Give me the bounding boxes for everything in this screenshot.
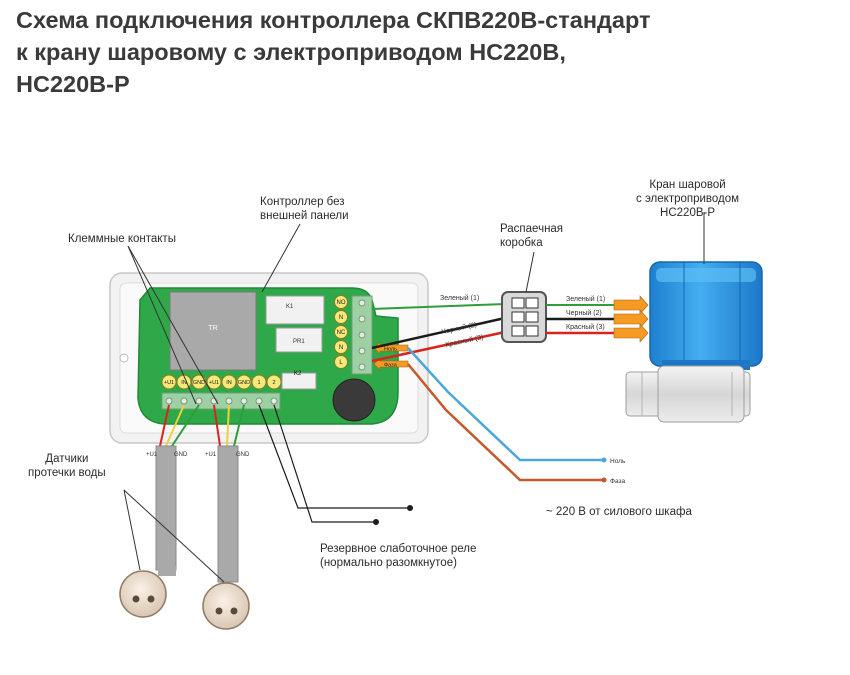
sensors-label-line-1: Датчики xyxy=(45,453,89,465)
ball-valve-actuator xyxy=(649,261,763,370)
wire-black-right-label: Черный (2) xyxy=(566,309,602,317)
wire-red-right-label: Красный (3) xyxy=(566,323,605,331)
wire-black-left-label: Черный (2) xyxy=(441,321,478,336)
sensor-a-wires xyxy=(155,404,200,571)
relay-wire-1 xyxy=(258,404,408,509)
sensor-b-gnd-label: GND xyxy=(236,452,250,458)
pin-n1-label: N xyxy=(339,315,343,321)
relay-k1 xyxy=(265,295,325,325)
pin-no-label: NO xyxy=(337,300,346,306)
sensor-a-gnd-label: GND xyxy=(174,452,188,458)
relay-wire-2 xyxy=(273,404,374,523)
leak-sensor-a xyxy=(119,566,176,618)
wire-green-left-label: Зеленый (1) xyxy=(440,294,479,302)
relay-pr1-label: PR1 xyxy=(293,339,305,345)
relay-k2 xyxy=(281,372,317,390)
relay-label: Резервное слаботочное реле (нормально ра… xyxy=(320,542,476,570)
phase-arrow-label: Фаза xyxy=(384,363,398,369)
transformer-block xyxy=(169,291,257,371)
wire-black-2 xyxy=(371,316,506,350)
relay-wire-1-end xyxy=(407,505,413,511)
wire-red-3 xyxy=(371,330,506,363)
relay-k2-label: K2 xyxy=(294,371,302,377)
sensors-label-line-2: протечки воды xyxy=(28,467,106,479)
input-pin-gnd-b: GND xyxy=(238,380,250,386)
junction-label-line-1: Распаечная xyxy=(500,223,564,235)
relay-label-line-2: (нормально разомкнутое) xyxy=(320,557,457,569)
controller-label: Контроллер без внешней панели xyxy=(260,195,349,223)
junction-box xyxy=(501,291,547,343)
wire-phase-brown xyxy=(407,363,604,482)
ball-valve-body xyxy=(625,365,751,423)
controller-label-line-2: внешней панели xyxy=(260,210,349,222)
input-terminal-block xyxy=(161,392,281,410)
wire-null-blue xyxy=(407,347,604,462)
controller-label-line-1: Контроллер без xyxy=(260,196,345,208)
relay-pr1 xyxy=(275,327,323,353)
valve-label-line-2: с электроприводом xyxy=(636,193,740,205)
sensor-b-u1-label: +U1 xyxy=(205,452,217,458)
junction-box-label: Распаечная коробка xyxy=(500,222,563,250)
leak-sensor-b xyxy=(202,582,250,630)
input-pin-u1-a: +U1 xyxy=(164,380,174,386)
title-line-3: НС220В-Р xyxy=(16,71,130,97)
valve-label-line-1: Кран шаровой xyxy=(649,179,726,191)
relay-pin-labels: NO N NC N L xyxy=(334,295,348,369)
relay-wire-2-end xyxy=(373,519,379,525)
relay-terminal-screws xyxy=(358,299,366,371)
mains-label: ~ 220 В от силового шкафа xyxy=(546,506,692,518)
transformer-label: TR xyxy=(208,325,217,332)
leader-lines xyxy=(123,212,705,583)
pin-nc-label: NC xyxy=(337,330,346,336)
relay-label-line-1: Резервное слаботочное реле xyxy=(320,543,477,555)
title-line-1: Схема подключения контроллера СКПВ220В-с… xyxy=(16,7,651,33)
input-pin-gnd-a: GND xyxy=(193,380,205,386)
valve-label: Кран шаровой с электроприводом НС220В-Р xyxy=(636,178,739,220)
wire-phase-end-label: Фаза xyxy=(610,478,625,485)
wire-null-end xyxy=(601,457,607,463)
wire-null-end-label: Ноль xyxy=(610,458,626,465)
terminals-label: Клеммные контакты xyxy=(68,233,176,245)
housing-mount-hole xyxy=(119,353,129,363)
diagram-title: Схема подключения контроллера СКПВ220В-с… xyxy=(16,4,836,100)
wire-red-left-label: Красный (3) xyxy=(445,333,484,349)
input-pin-in-a: IN xyxy=(181,380,187,386)
input-terminal-screws xyxy=(165,397,278,405)
sensor-b-wires xyxy=(213,404,245,583)
valve-label-line-3: НС220В-Р xyxy=(660,207,716,219)
input-pin-in-b: IN xyxy=(226,380,232,386)
null-arrow-label: Ноль xyxy=(384,347,397,353)
sensors-label: Датчики протечки воды xyxy=(28,452,106,480)
wire-phase-end xyxy=(601,477,607,483)
buzzer xyxy=(332,378,376,422)
relay-k1-label: K1 xyxy=(286,304,294,310)
input-pin-relay-2: 2 xyxy=(272,380,275,386)
sensor-a-u1-label: +U1 xyxy=(146,452,158,458)
wire-green-right-label: Зеленый (1) xyxy=(566,295,605,303)
wire-green-1 xyxy=(371,303,506,310)
pin-l-label: L xyxy=(339,360,343,366)
input-pin-labels: +U1 IN GND +U1 IN GND 1 2 xyxy=(161,374,282,390)
input-pin-relay-1: 1 xyxy=(257,380,260,386)
input-pin-u1-b: +U1 xyxy=(209,380,219,386)
pin-n2-label: N xyxy=(339,345,343,351)
title-line-2: к крану шаровому с электроприводом НС220… xyxy=(16,39,566,65)
junction-label-line-2: коробка xyxy=(500,237,543,249)
valve-input-arrows xyxy=(613,295,649,343)
